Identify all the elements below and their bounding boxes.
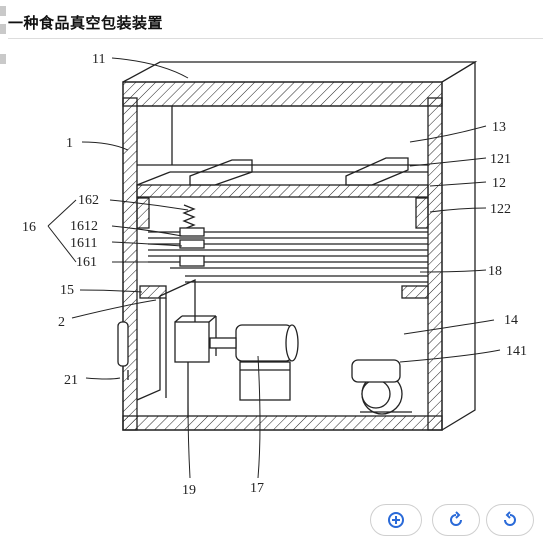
- label-122: 122: [490, 202, 511, 217]
- side-block-right: [415, 197, 429, 229]
- label-13: 13: [492, 120, 506, 135]
- housing-right-side: [441, 60, 476, 431]
- right-wall: [427, 97, 443, 431]
- motor-17: [235, 324, 293, 362]
- patent-figure: 11 1 13 121 12 162 122 16 1612 1611 161 …: [22, 52, 527, 498]
- left-wall: [122, 97, 138, 431]
- label-1611: 1611: [70, 236, 97, 251]
- undo-icon: [504, 511, 516, 526]
- label-141: 141: [506, 344, 527, 359]
- actuator-disc: [179, 255, 205, 267]
- label-14: 14: [504, 313, 518, 328]
- label-121: 121: [490, 152, 511, 167]
- zoom-in-icon: [388, 512, 404, 528]
- label-1612: 1612: [70, 219, 98, 234]
- actuator-disc: [179, 239, 205, 249]
- header-divider: [8, 38, 543, 39]
- cylinder-19: [174, 321, 210, 363]
- label-2: 2: [58, 315, 65, 330]
- label-161: 161: [76, 255, 97, 270]
- bottom-wall: [122, 415, 443, 431]
- spring: [182, 204, 196, 230]
- side-block-left: [136, 197, 150, 229]
- label-18: 18: [488, 264, 502, 279]
- label-16: 16: [22, 220, 36, 235]
- label-21: 21: [64, 373, 78, 388]
- label-11: 11: [92, 52, 105, 67]
- label-17: 17: [250, 481, 264, 496]
- guide-block-right: [401, 285, 429, 299]
- edge-fragment: [0, 6, 6, 16]
- reset-button[interactable]: [486, 504, 534, 536]
- rotate-icon: [450, 511, 462, 526]
- motor-base: [239, 361, 291, 401]
- support-bracket: [136, 296, 161, 401]
- guide-block-left: [139, 285, 167, 299]
- label-1: 1: [66, 136, 73, 151]
- middle-plate: [136, 184, 429, 198]
- tray-stack: [148, 231, 428, 283]
- edge-fragment: [0, 24, 6, 34]
- label-12: 12: [492, 176, 506, 191]
- label-15: 15: [60, 283, 74, 298]
- label-162: 162: [78, 193, 99, 208]
- document-title: 一种食品真空包装装置: [8, 14, 164, 32]
- side-pipe: [117, 321, 129, 367]
- label-19: 19: [182, 483, 196, 498]
- zoom-in-button[interactable]: [370, 504, 422, 536]
- top-wall: [122, 81, 443, 107]
- actuator-disc: [179, 227, 205, 237]
- edge-fragment: [0, 54, 6, 64]
- rotate-button[interactable]: [432, 504, 480, 536]
